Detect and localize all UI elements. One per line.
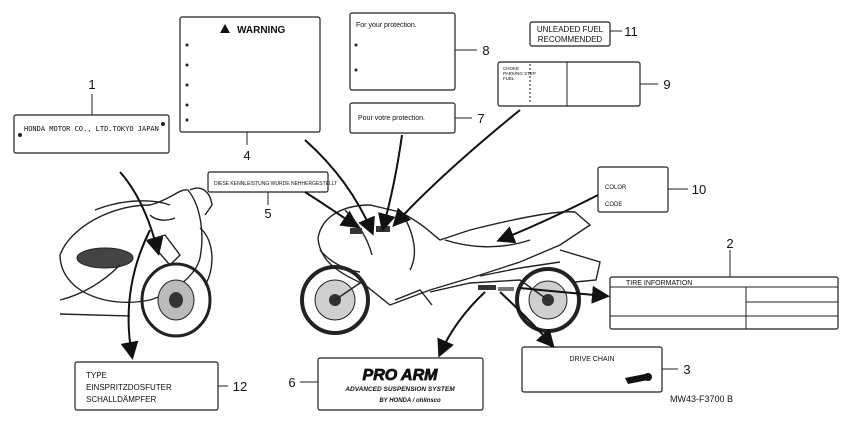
- label-11-line-2: RECOMMENDED: [538, 35, 603, 44]
- arrow-6: [437, 291, 486, 358]
- callout-11: 11: [624, 24, 638, 39]
- callout-3: 3: [683, 362, 690, 377]
- arrow-4: [304, 139, 375, 236]
- label-10: COLOR CODE 10: [597, 166, 706, 213]
- leader-arrows: [119, 109, 610, 360]
- arrow-3: [499, 291, 555, 349]
- label-1-text: HONDA MOTOR CO., LTD.TOKYO JAPAN: [24, 125, 159, 133]
- label-7: Pour votre protection. 7: [349, 102, 485, 134]
- callout-9: 9: [663, 77, 670, 92]
- arrow-10: [496, 194, 599, 244]
- label-9-line-1: CHOKE: [503, 66, 519, 71]
- callout-1: 1: [88, 77, 95, 92]
- label-9-line-3: FUEL: [503, 76, 515, 81]
- callout-2: 2: [726, 236, 733, 251]
- arrow-2: [519, 285, 610, 304]
- label-2: TIRE INFORMATION 2: [609, 236, 839, 330]
- label-10-line-2: CODE: [605, 202, 622, 208]
- label-2-text: TIRE INFORMATION: [626, 280, 692, 287]
- label-6-line-2: ADVANCED SUSPENSION SYSTEM: [344, 386, 455, 393]
- label-12: TYPE EINSPRITZDOSFUTER SCHALLDÄMPFER 12: [74, 361, 247, 411]
- callout-12: 12: [233, 379, 247, 394]
- label-12-line-1: TYPE: [86, 371, 107, 380]
- arrow-7: [378, 134, 403, 232]
- arrow-1: [119, 171, 164, 256]
- callout-6: 6: [288, 375, 295, 390]
- label-1: HONDA MOTOR CO., LTD.TOKYO JAPAN 1: [13, 77, 170, 154]
- label-3: DRIVE CHAIN 3 MW43-F3700 B: [521, 346, 733, 404]
- label-6: PRO ARM ADVANCED SUSPENSION SYSTEM BY HO…: [288, 357, 484, 411]
- callout-7: 7: [477, 111, 484, 126]
- label-8: For your protection. 8: [349, 12, 490, 91]
- label-4-text: WARNING: [237, 25, 286, 36]
- label-11: UNLEADED FUEL RECOMMENDED 11: [529, 21, 638, 47]
- label-5-text: DIESE KENNLEISTUNG WURDE NEHHERGESTELLT: [214, 181, 337, 187]
- label-9: CHOKE PARKING STEP FUEL 9: [497, 61, 671, 107]
- label-8-text: For your protection.: [356, 22, 417, 29]
- label-4: WARNING 4: [179, 16, 321, 163]
- label-11-line-1: UNLEADED FUEL: [537, 25, 604, 34]
- arrow-12: [120, 229, 151, 360]
- label-9-line-2: PARKING STEP: [503, 71, 536, 76]
- label-3-text: DRIVE CHAIN: [569, 356, 614, 363]
- label-5: DIESE KENNLEISTUNG WURDE NEHHERGESTELLT …: [207, 171, 337, 221]
- motorcycle-front-view: [59, 187, 213, 338]
- arrow-5: [304, 191, 360, 229]
- callout-4: 4: [243, 148, 250, 163]
- label-12-line-2: EINSPRITZDOSFUTER: [86, 383, 172, 392]
- arrow-9: [392, 109, 521, 227]
- label-10-line-1: COLOR: [605, 185, 627, 191]
- label-6-line-3: BY HONDA / ohlinsco: [379, 398, 441, 404]
- motorcycle-side-view: [300, 204, 601, 335]
- label-7-text: Pour votre protection.: [358, 115, 425, 122]
- callout-10: 10: [692, 182, 706, 197]
- diagram-code: MW43-F3700 B: [670, 394, 733, 404]
- label-12-line-3: SCHALLDÄMPFER: [86, 395, 156, 404]
- callout-5: 5: [264, 206, 271, 221]
- callout-8: 8: [482, 43, 489, 58]
- label-6-line-1: PRO ARM: [363, 367, 439, 384]
